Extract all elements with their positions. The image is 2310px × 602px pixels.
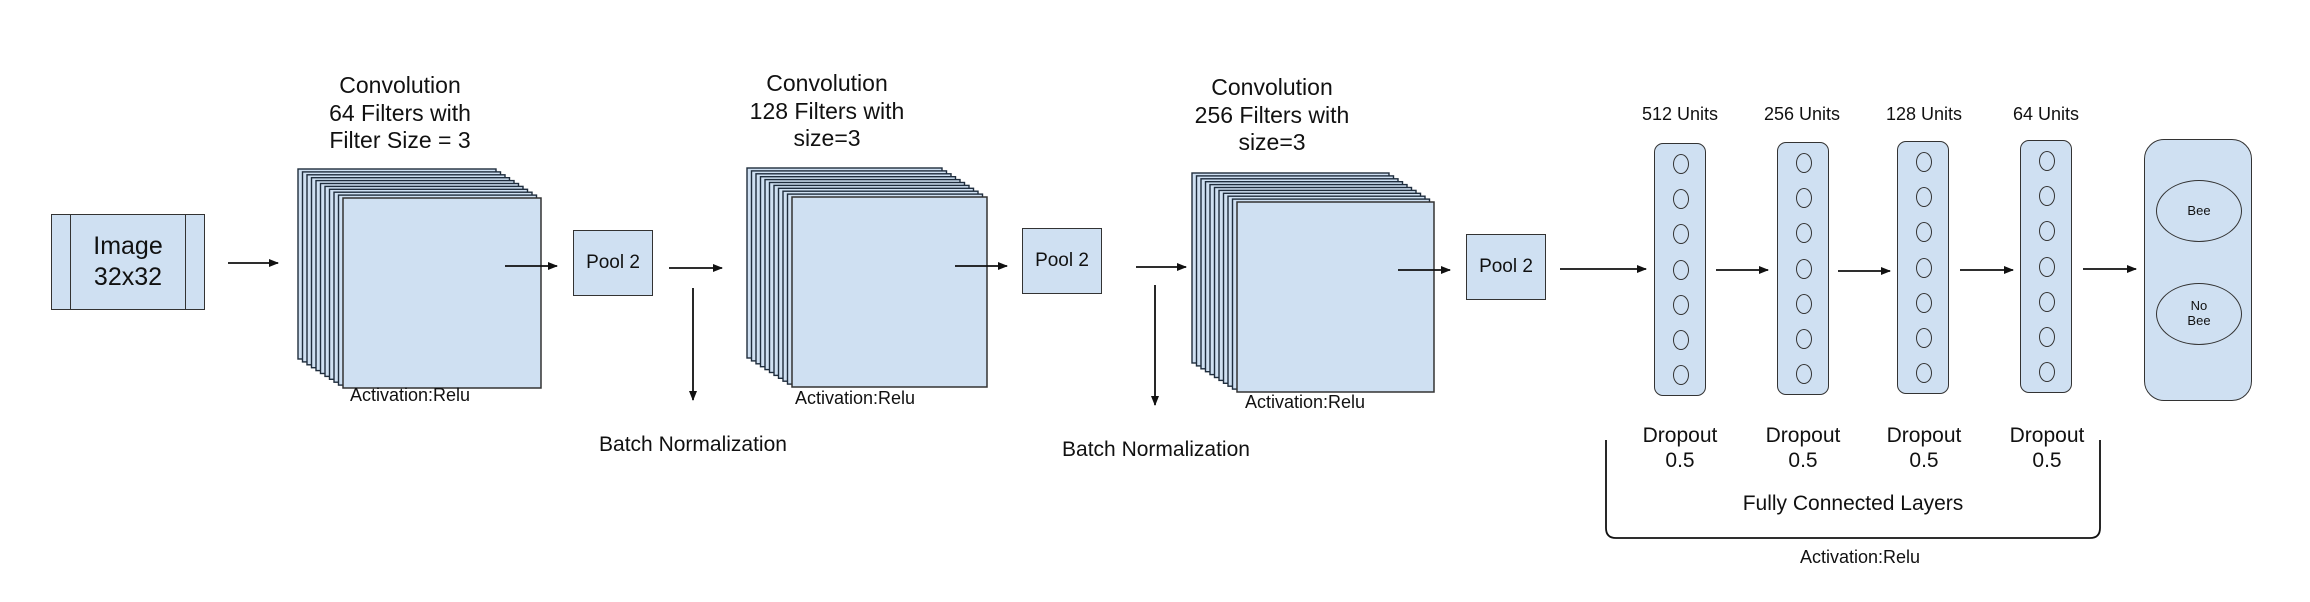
conv2-title: Convolution 128 Filters with size=3: [749, 70, 905, 152]
input-label-line1: Image: [93, 231, 163, 260]
neuron: [2039, 256, 2055, 277]
neuron: [1916, 222, 1932, 243]
neuron: [1673, 294, 1689, 315]
input-frame-left-bar: [70, 215, 71, 309]
fc-group-bracket: [1605, 440, 2101, 539]
neuron: [2039, 326, 2055, 347]
batchnorm2-label: Batch Normalization: [1062, 438, 1250, 461]
neuron: [1673, 154, 1689, 174]
neuron: [1673, 329, 1689, 350]
batchnorm1-label: Batch Normalization: [599, 433, 787, 456]
output-node-no-bee: No Bee: [2156, 283, 2242, 345]
input-frame-right-bar: [185, 215, 186, 309]
fc2-layer: [1777, 142, 1829, 395]
fc1-units-label: 512 Units: [1641, 104, 1719, 124]
fc-activation-label: Activation:Relu: [1799, 547, 1921, 567]
fc3-units-label: 128 Units: [1885, 104, 1963, 124]
conv2-activation: Activation:Relu: [794, 388, 916, 408]
neuron: [1796, 258, 1812, 279]
neuron: [1916, 257, 1932, 278]
input-image-box: Image 32x32: [51, 214, 205, 310]
feature-map-front: [342, 197, 542, 389]
pool1-box: Pool 2: [573, 230, 653, 296]
fc2-units-label: 256 Units: [1763, 104, 1841, 124]
fc1-layer: [1654, 143, 1706, 396]
conv2-volume: [746, 167, 988, 388]
conv3-volume: [1191, 172, 1435, 393]
neuron: [1673, 189, 1689, 210]
fc4-units-label: 64 Units: [2012, 104, 2080, 124]
neuron: [2039, 291, 2055, 312]
input-label-line2: 32x32: [93, 263, 163, 291]
neuron: [1796, 188, 1812, 209]
neuron: [1916, 152, 1932, 172]
neuron: [1916, 327, 1932, 348]
pool3-box: Pool 2: [1466, 234, 1546, 300]
neuron: [1796, 364, 1812, 384]
neuron: [1916, 292, 1932, 313]
neuron: [2039, 151, 2055, 171]
neuron: [1673, 365, 1689, 385]
neuron: [1796, 328, 1812, 349]
neuron: [2039, 221, 2055, 242]
conv1-activation: Activation:Relu: [349, 385, 471, 405]
neuron: [1673, 224, 1689, 245]
neuron: [1796, 153, 1812, 173]
conv1-volume: [297, 168, 542, 389]
neuron: [2039, 362, 2055, 382]
output-node-bee: Bee: [2156, 180, 2242, 242]
conv3-activation: Activation:Relu: [1244, 392, 1366, 412]
conv3-title: Convolution 256 Filters with size=3: [1194, 74, 1350, 156]
neuron: [1673, 259, 1689, 280]
feature-map-front: [1236, 201, 1435, 393]
conv1-title: Convolution 64 Filters with Filter Size …: [329, 72, 471, 154]
neuron: [1796, 223, 1812, 244]
output-layer: Bee No Bee: [2144, 139, 2252, 401]
neuron: [1916, 187, 1932, 208]
fc4-layer: [2020, 140, 2072, 393]
feature-map-front: [791, 196, 988, 388]
pool2-box: Pool 2: [1022, 228, 1102, 294]
neuron: [2039, 186, 2055, 207]
fc-group-label: Fully Connected Layers: [1742, 492, 1964, 515]
neuron: [1916, 363, 1932, 383]
fc3-layer: [1897, 141, 1949, 394]
neuron: [1796, 293, 1812, 314]
